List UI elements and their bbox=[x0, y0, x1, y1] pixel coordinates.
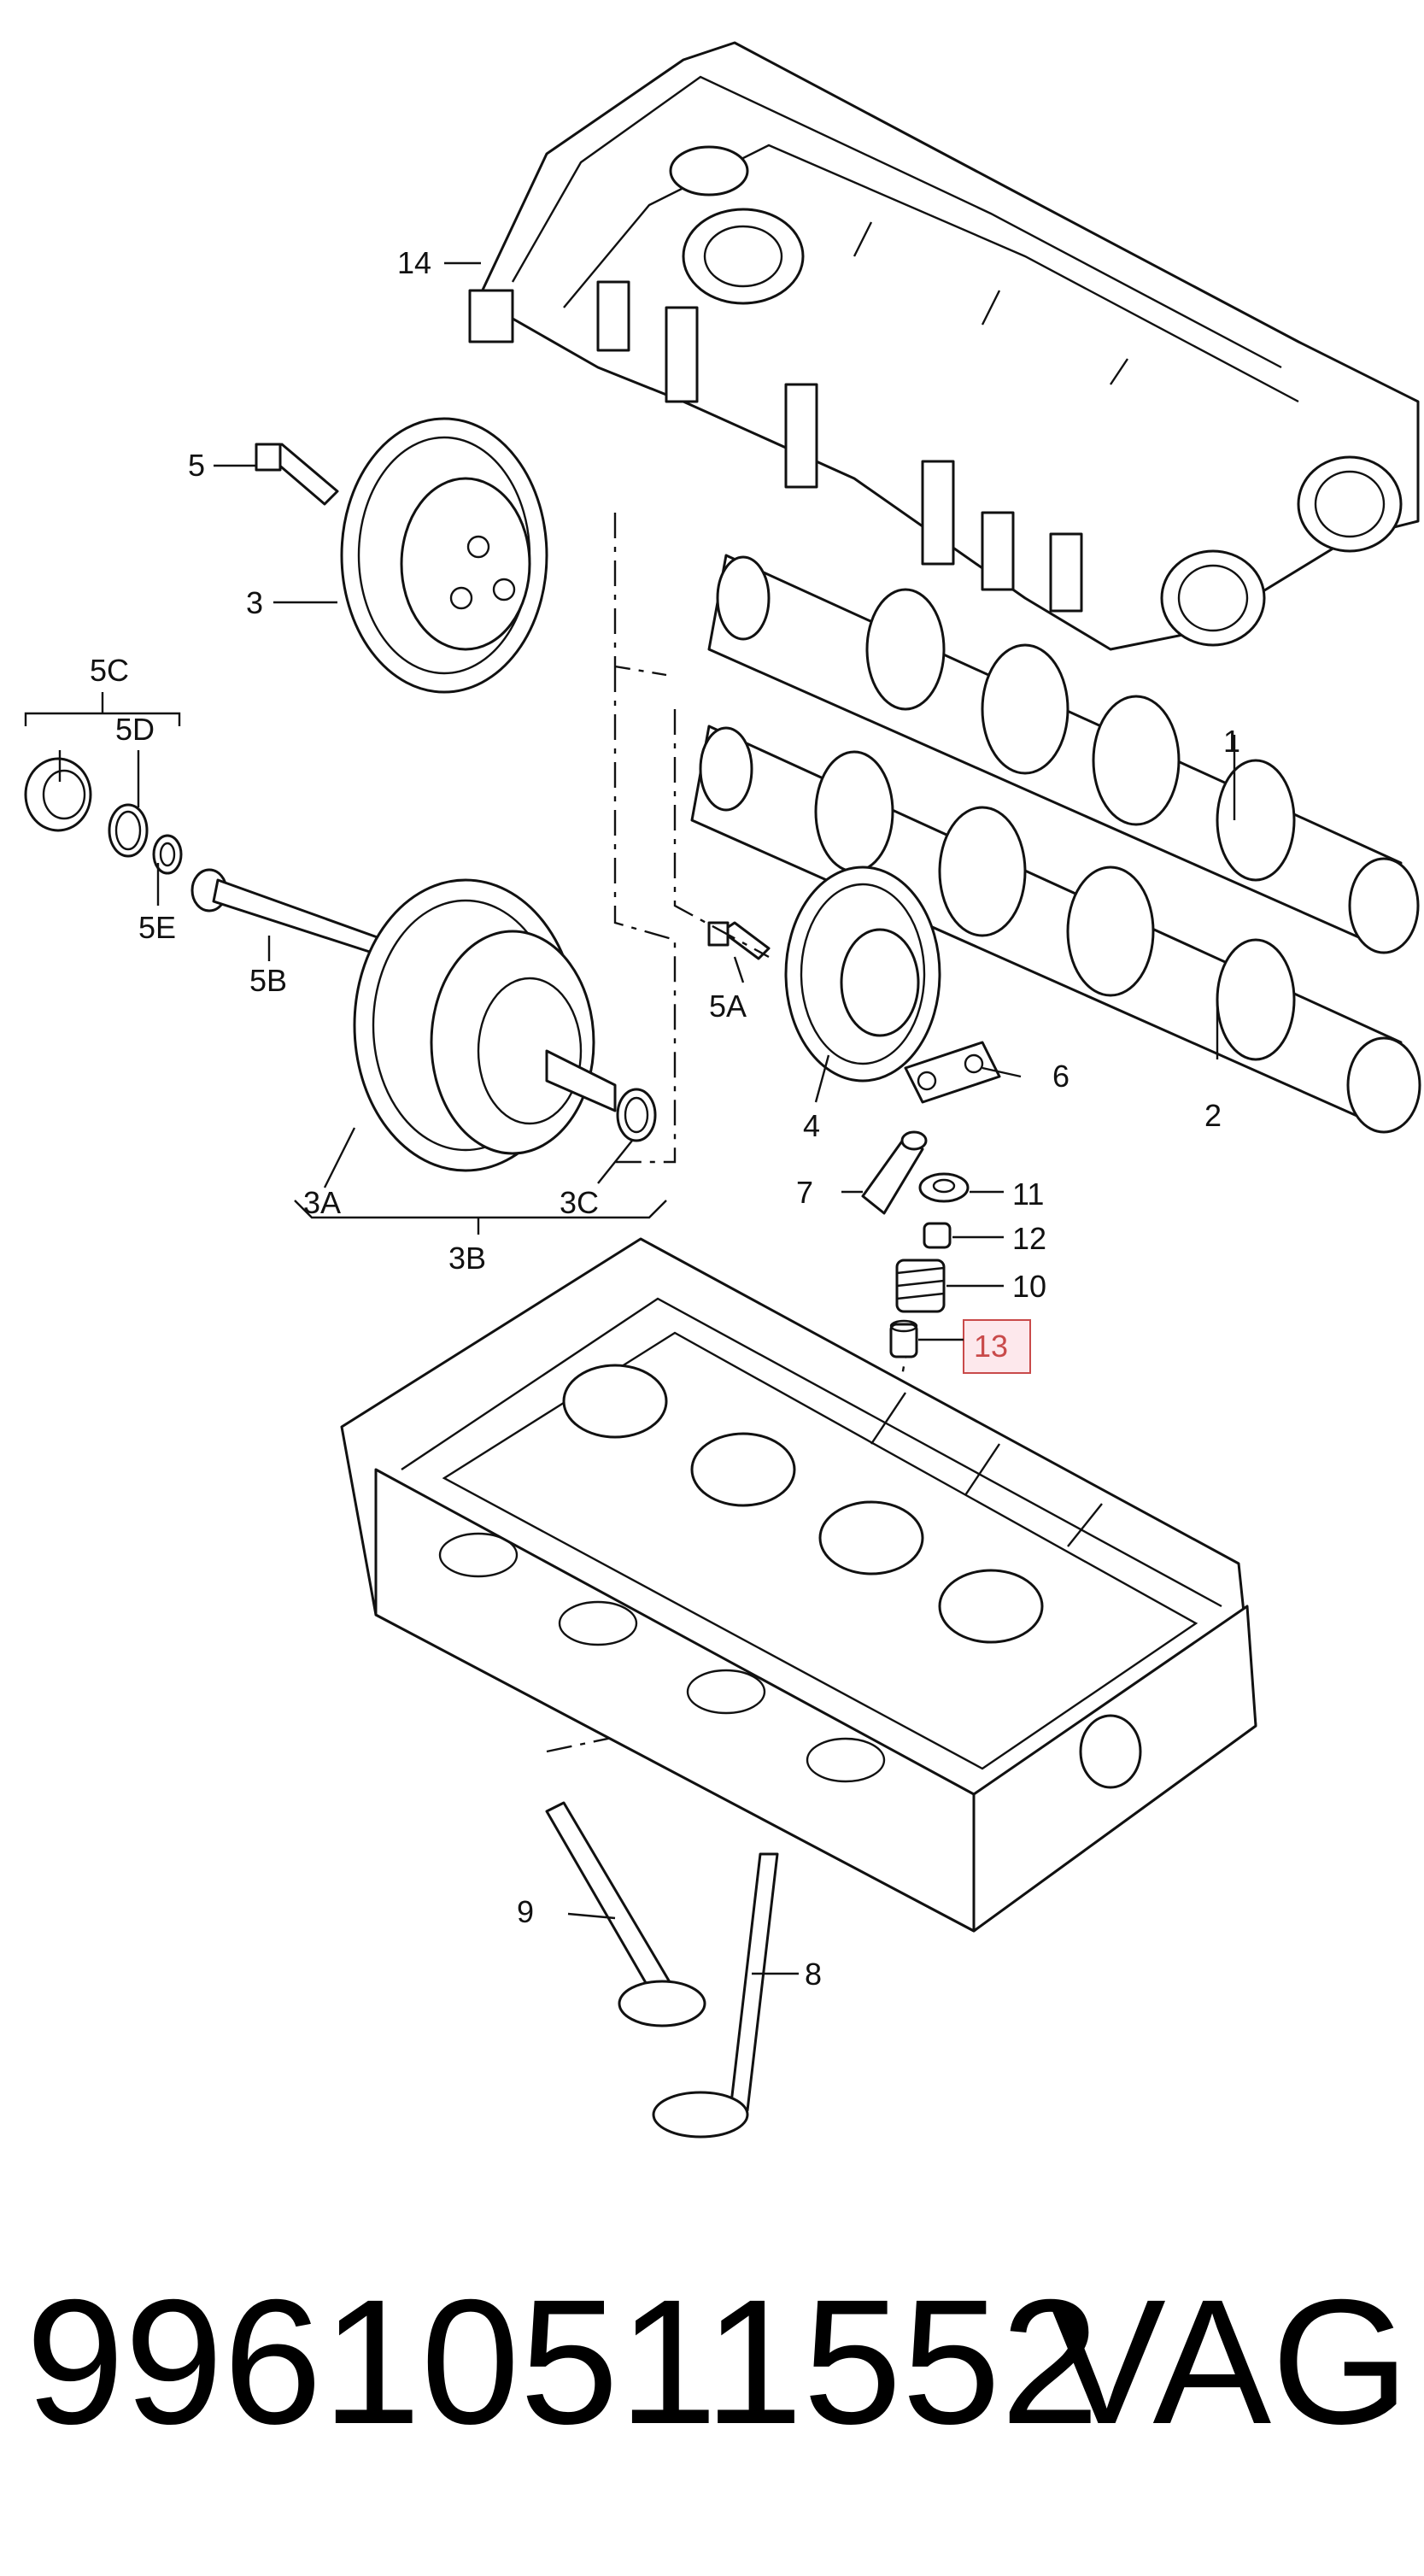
bolt-5b bbox=[190, 868, 386, 957]
callout-3: 3 bbox=[246, 585, 263, 620]
valve-stem-seal-13 bbox=[889, 1319, 918, 1358]
callout-12: 12 bbox=[1012, 1221, 1046, 1256]
o-ring-5d bbox=[108, 803, 149, 858]
callout-1: 1 bbox=[1223, 724, 1240, 759]
callout-5e: 5E bbox=[138, 910, 176, 945]
callout-3b: 3B bbox=[448, 1241, 486, 1276]
camshaft-housing bbox=[468, 41, 1420, 651]
bolt-5 bbox=[255, 443, 339, 506]
intake-valve-9 bbox=[545, 1801, 706, 2027]
seal-cap-5c bbox=[24, 757, 92, 832]
callout-5: 5 bbox=[188, 448, 205, 483]
hydraulic-lifter-7 bbox=[861, 1130, 928, 1215]
callout-7: 7 bbox=[796, 1175, 813, 1210]
part-number: 99610511552 bbox=[26, 2263, 1100, 2462]
camshaft-2 bbox=[690, 725, 1421, 1134]
rocker-arm-6 bbox=[904, 1041, 1001, 1104]
o-ring-3c bbox=[616, 1088, 657, 1142]
callout-9: 9 bbox=[517, 1894, 534, 1929]
highlight-box-13 bbox=[963, 1319, 1031, 1374]
callout-6: 6 bbox=[1052, 1059, 1069, 1094]
spring-plate-11 bbox=[918, 1172, 970, 1203]
callout-2: 2 bbox=[1204, 1098, 1222, 1133]
callout-13: 13 bbox=[974, 1329, 1008, 1364]
callout-4: 4 bbox=[803, 1108, 820, 1143]
exhaust-valve-8 bbox=[652, 1852, 779, 2139]
callout-5d: 5D bbox=[115, 712, 155, 747]
callout-5a: 5A bbox=[709, 989, 747, 1024]
camshaft-sprocket-3 bbox=[340, 417, 548, 694]
callout-11: 11 bbox=[1012, 1177, 1044, 1212]
callout-3a: 3A bbox=[303, 1185, 341, 1220]
callout-10: 10 bbox=[1012, 1269, 1046, 1304]
callout-14: 14 bbox=[397, 245, 431, 280]
callout-8: 8 bbox=[805, 1957, 822, 1992]
callout-5c: 5C bbox=[90, 653, 129, 688]
brand-name: VAG bbox=[1047, 2263, 1409, 2462]
camshaft-sprocket-4 bbox=[784, 866, 941, 1083]
callout-5b: 5B bbox=[249, 963, 287, 998]
valve-spring-10 bbox=[895, 1259, 946, 1313]
engine-parts-diagram: 14 5 3 5C 5D 5E 5B 3A 3C 3B 5A 4 6 7 11 … bbox=[24, 41, 1421, 2139]
callout-3c: 3C bbox=[560, 1185, 599, 1220]
camshaft-1 bbox=[707, 554, 1420, 954]
footer: 99610511552 VAG bbox=[26, 2263, 1409, 2462]
washer-5e bbox=[152, 834, 183, 875]
cylinder-head bbox=[340, 1237, 1257, 1933]
valve-cotter-12 bbox=[923, 1222, 952, 1249]
sprocket-3a bbox=[353, 878, 617, 1172]
